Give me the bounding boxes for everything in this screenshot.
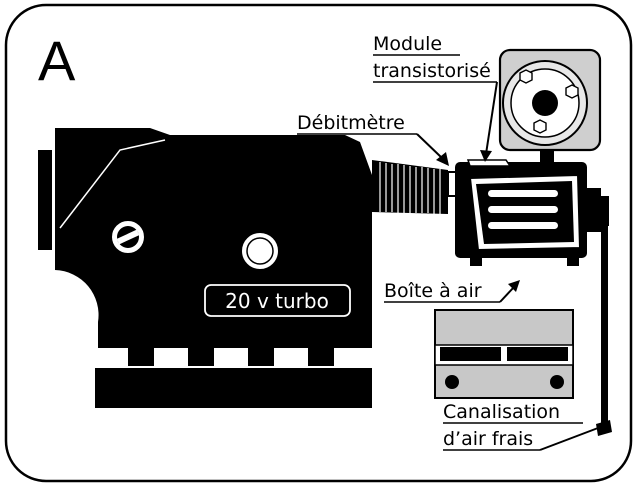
engine-foot-3 [248, 348, 274, 366]
label-module-line2: transistorisé [373, 60, 491, 82]
transistor-module [498, 48, 602, 162]
label-canalisation-line1: Canalisation [443, 401, 560, 423]
engine-left-flange [38, 150, 52, 250]
oil-cap-icon [110, 219, 146, 255]
engine-badge-frame [204, 284, 351, 317]
fresh-air-duct [601, 224, 608, 428]
fresh-air-duct-end [596, 420, 612, 436]
engine-foot-1 [128, 348, 154, 366]
engine-block: 20 v turbo [38, 128, 372, 408]
label-boite-a-air: Boîte à air [384, 280, 482, 302]
leader-boite [499, 286, 515, 303]
engine-highlight-line [59, 139, 166, 229]
engine-base [95, 368, 372, 408]
engine-badge-label: 20 v turbo [225, 289, 329, 313]
engine-foot-4 [308, 348, 334, 366]
battery [434, 309, 574, 399]
leader-canalisation [539, 427, 599, 451]
label-canalisation-line2: d’air frais [443, 428, 533, 450]
panel-letter: A [38, 29, 76, 92]
leader-debitmetre [416, 133, 443, 159]
engine-foot-2 [188, 348, 214, 366]
label-debitmetre: Débitmètre [297, 112, 405, 134]
air-box [455, 159, 609, 266]
leader-module-arrow [480, 150, 492, 162]
label-module-line1: Module [373, 33, 442, 55]
engine-port-inner [246, 237, 274, 265]
leader-module [485, 81, 498, 155]
leader-boite-arrow [508, 280, 520, 292]
leader-debitmetre-arrow [436, 152, 449, 166]
